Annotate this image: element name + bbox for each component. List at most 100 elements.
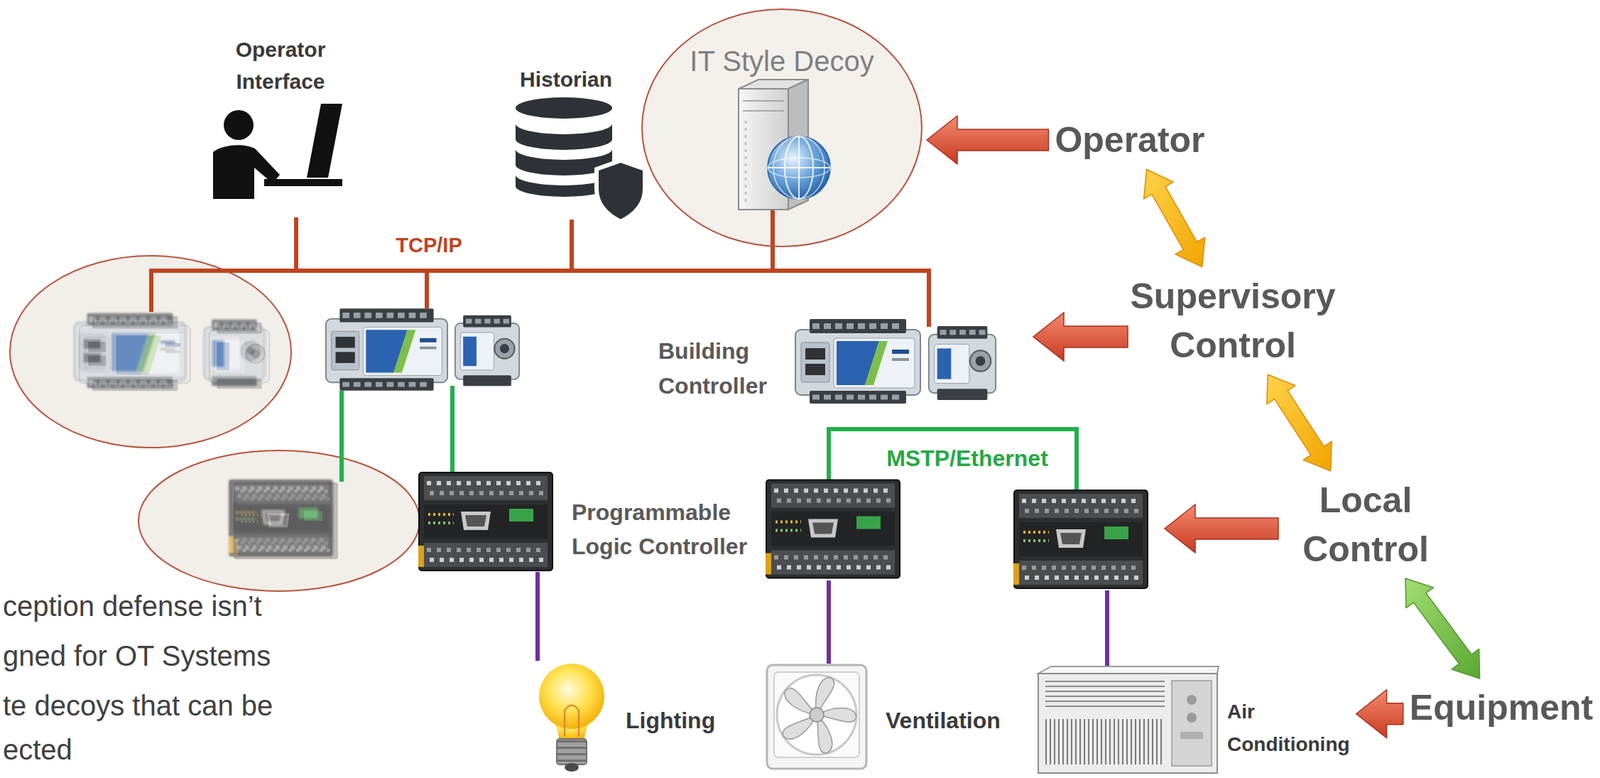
bus-label: TCP/IP [395, 232, 462, 258]
decoy-outline [641, 9, 922, 247]
device-node: Historian [516, 65, 616, 94]
layer-label: Operator [1051, 115, 1208, 165]
bus-label: MSTP/Ethernet [886, 444, 1049, 472]
layer-pointer-arrow [1164, 504, 1279, 553]
equipment-node: Air Conditioning [1224, 695, 1353, 761]
plc-device [418, 472, 553, 571]
air-conditioner-icon [1038, 666, 1219, 674]
tcpip-bus [149, 270, 154, 310]
operator-icon [213, 103, 343, 199]
air-conditioner-icon [1186, 712, 1197, 723]
node-text: Ventilation [885, 705, 1001, 735]
air-conditioner-icon [1045, 718, 1165, 765]
air-conditioner-icon [1180, 731, 1204, 739]
flow-arrow [1405, 578, 1480, 679]
light-bulb-icon [556, 739, 587, 763]
layer-pointer-arrow [1033, 312, 1128, 361]
decoy-building-controller [79, 316, 270, 392]
light-bulb-icon [564, 762, 579, 772]
tcpip-bus [569, 221, 574, 271]
server-icon [798, 136, 800, 199]
fan-icon [809, 707, 824, 722]
layer-label: Local Control [1299, 475, 1432, 574]
decoy-plc [233, 482, 338, 559]
mstp-wire [339, 392, 344, 480]
air-conditioner-icon [1171, 680, 1212, 766]
node-text: Local Control [1302, 475, 1429, 574]
bullet-text: te decoys that can be ected [2, 683, 302, 772]
light-bulb-icon [556, 738, 587, 765]
fan-icon [766, 664, 867, 769]
air-conditioner-icon [1045, 680, 1165, 711]
flow-arrow [926, 115, 1049, 165]
equipment-wire [1105, 590, 1110, 669]
server-icon [744, 120, 748, 203]
decoy-outline [640, 7, 924, 248]
plc-device [765, 480, 900, 579]
decoy-ellipse-fill [9, 255, 292, 448]
decoy-plc [233, 482, 338, 559]
server-icon [742, 110, 785, 112]
building-controller [928, 325, 996, 400]
flow-arrow [1356, 689, 1404, 738]
database-icon [515, 97, 613, 119]
air-conditioner-icon [1038, 666, 1219, 773]
flow-arrow [1266, 374, 1332, 471]
decoy-building-controller [209, 322, 270, 389]
device-node: Operator Interface [232, 33, 329, 98]
device-label: Programmable Logic Controller [571, 494, 758, 564]
connector-group [926, 115, 1480, 738]
plc-device [418, 472, 1148, 589]
tcpip-bus [770, 211, 775, 271]
decoy-ellipse-fill [138, 450, 420, 591]
node-text: IT Style Decoy [640, 44, 924, 79]
air-conditioner-icon [1186, 694, 1197, 705]
tcpip-bus [151, 211, 929, 325]
equipment-wire [826, 580, 831, 664]
server-icon [767, 136, 831, 199]
node-text: Historian [519, 65, 613, 94]
plc-device [1013, 490, 1148, 589]
node-text: Operator [1054, 115, 1205, 165]
building-controller [325, 308, 448, 391]
layer-label: Equipment [1406, 683, 1596, 733]
flow-arrow [1144, 169, 1206, 267]
database-icon [515, 123, 613, 150]
building-controller [455, 315, 520, 387]
fan-icon [774, 671, 860, 758]
bullet-text: ception defense isn’t gned for OT System… [2, 580, 302, 681]
tcpip-bus [424, 270, 429, 307]
equipment-node: Lighting [622, 705, 718, 735]
server-icon [742, 100, 785, 102]
building-controller [325, 308, 996, 404]
air-conditioner-icon [1038, 673, 1218, 773]
light-bulb-icon [564, 705, 579, 737]
database-icon [596, 160, 645, 222]
operator-icon [223, 110, 254, 140]
tcpip-bus [294, 219, 299, 271]
node-text: Supervisory Control [1129, 271, 1336, 370]
node-text: Air Conditioning [1227, 695, 1351, 761]
decoy-building-controller [79, 316, 191, 392]
light-bulb-icon [539, 663, 605, 729]
equipment-wire [535, 571, 540, 661]
operator-icon [264, 178, 343, 187]
server-icon [738, 79, 831, 210]
node-text: Lighting [625, 705, 716, 735]
node-text: Equipment [1409, 683, 1593, 733]
building-controller [795, 318, 921, 404]
operator-icon [306, 103, 343, 178]
fan-icon [766, 664, 867, 769]
decoy-ellipse-fill [641, 9, 922, 247]
layer-label: Supervisory Control [1127, 271, 1338, 370]
database-icon [515, 97, 645, 222]
tcpip-bus [151, 268, 929, 273]
operator-icon [213, 144, 280, 199]
decoy-ellipse: IT Style Decoy [640, 7, 924, 248]
node-text: Operator Interface [235, 33, 326, 98]
tcpip-bus [926, 270, 932, 325]
light-bulb-icon [539, 663, 605, 772]
mstp-wire [450, 387, 455, 472]
device-label: Building Controller [658, 333, 767, 404]
